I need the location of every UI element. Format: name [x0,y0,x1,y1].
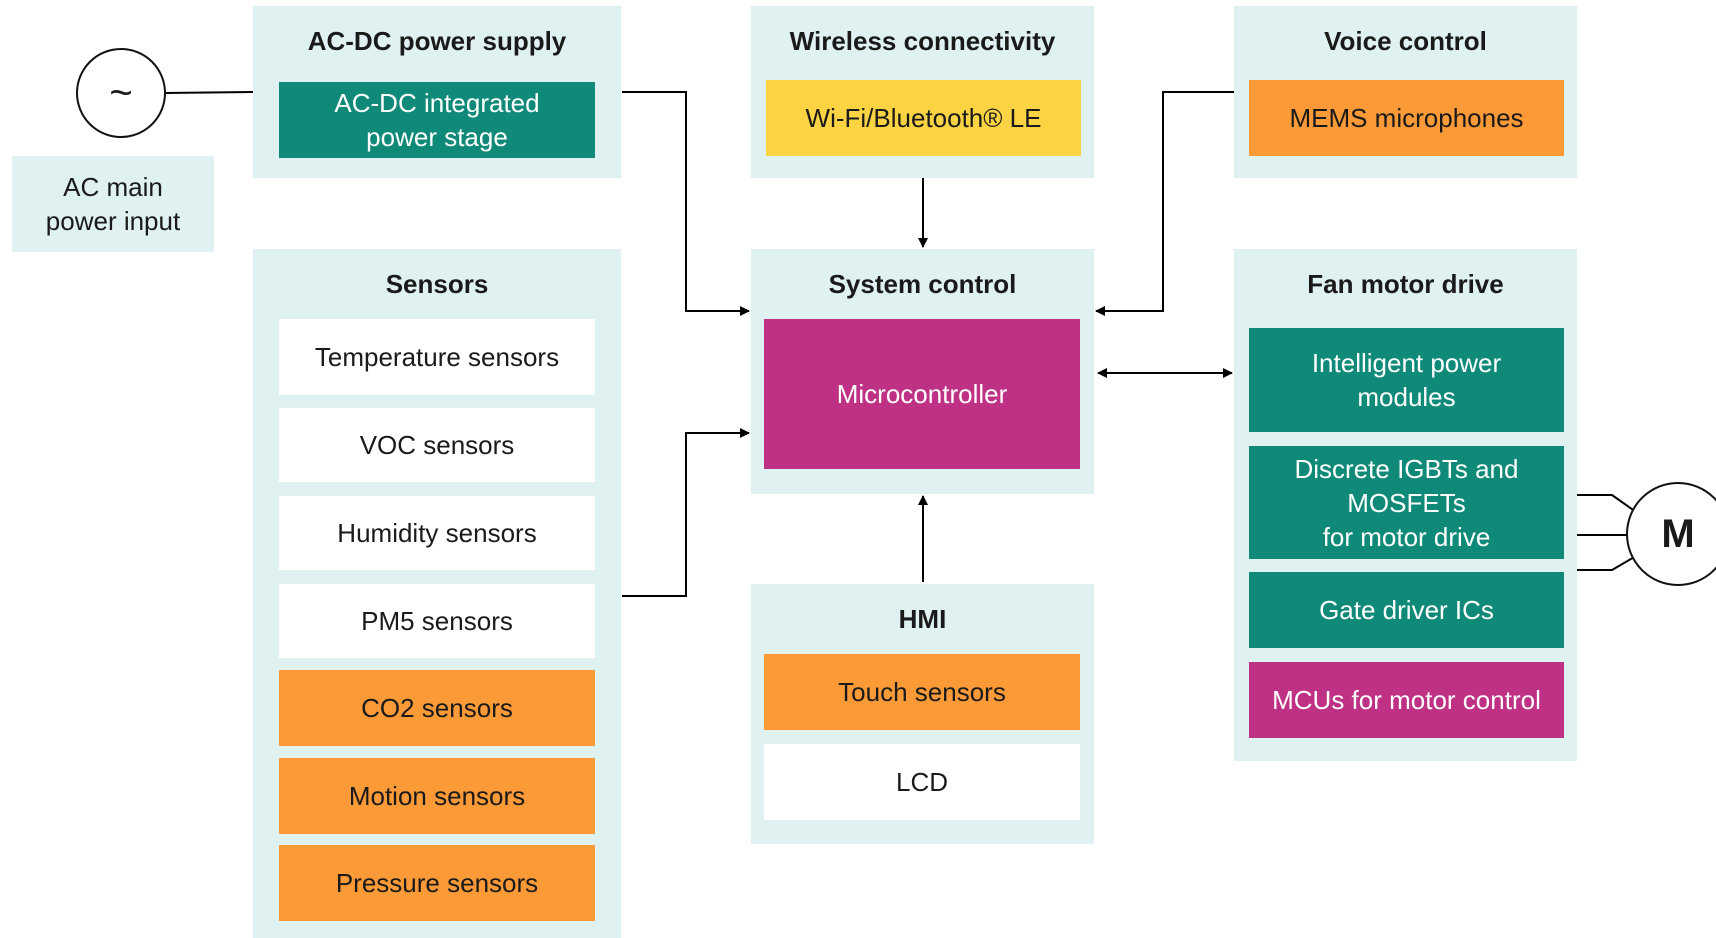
sensors-to-system-arrow [622,428,750,597]
ac-dc-integrated-stage: AC-DC integrated power stage [279,82,595,158]
temperature-sensors-box: Temperature sensors [279,319,595,395]
wifi-bluetooth-box: Wi-Fi/Bluetooth® LE [766,80,1081,156]
ac-input-line [163,91,254,94]
mems-microphones-box: MEMS microphones [1249,80,1564,156]
motor-label: M [1661,511,1695,556]
ac-source-circle: ~ [76,48,166,138]
pressure-sensors-box: Pressure sensors [279,845,595,921]
motor-wire-3 [1576,555,1637,571]
system-control-group: System control Microcontroller [751,249,1094,494]
microcontroller-box: Microcontroller [764,319,1080,469]
sensors-title: Sensors [385,269,489,299]
ac-dc-power-supply-group: AC-DC power supply AC-DC integrated powe… [253,6,621,178]
pm5-sensors-box: PM5 sensors [279,584,595,658]
lcd-box: LCD [764,744,1080,820]
sine-wave-icon: ~ [109,71,133,115]
ac-dc-title: AC-DC power supply [307,26,567,56]
mcus-motor-control-box: MCUs for motor control [1249,662,1564,738]
hmi-title: HMI [898,604,947,634]
voice-to-system-arrow [1095,91,1234,316]
voc-sensors-box: VOC sensors [279,408,595,482]
hmi-group: HMI Touch sensors LCD [751,584,1094,844]
discrete-igbts-mosfets-box: Discrete IGBTs and MOSFETs for motor dri… [1249,446,1564,559]
sensors-group: Sensors Temperature sensors VOC sensors … [253,249,621,938]
fan-motor-drive-title: Fan motor drive [1307,269,1504,299]
humidity-sensors-box: Humidity sensors [279,496,595,570]
fan-motor-drive-group: Fan motor drive Intelligent power module… [1234,249,1577,761]
motion-sensors-box: Motion sensors [279,758,595,834]
co2-sensors-box: CO2 sensors [279,670,595,746]
ac-input-group: AC main power input [12,156,214,252]
voice-control-group: Voice control MEMS microphones [1234,6,1577,178]
power-to-system-arrow [622,91,750,316]
system-control-title: System control [828,269,1017,299]
ac-input-label: AC main power input [45,172,181,236]
wireless-title: Wireless connectivity [789,26,1056,56]
intelligent-power-modules-box: Intelligent power modules [1249,328,1564,432]
gate-driver-ics-box: Gate driver ICs [1249,572,1564,648]
voice-title: Voice control [1324,26,1487,56]
touch-sensors-box: Touch sensors [764,654,1080,730]
motor-wire-1 [1576,494,1637,513]
wireless-connectivity-group: Wireless connectivity Wi-Fi/Bluetooth® L… [751,6,1094,178]
motor-circle: M [1626,482,1716,586]
